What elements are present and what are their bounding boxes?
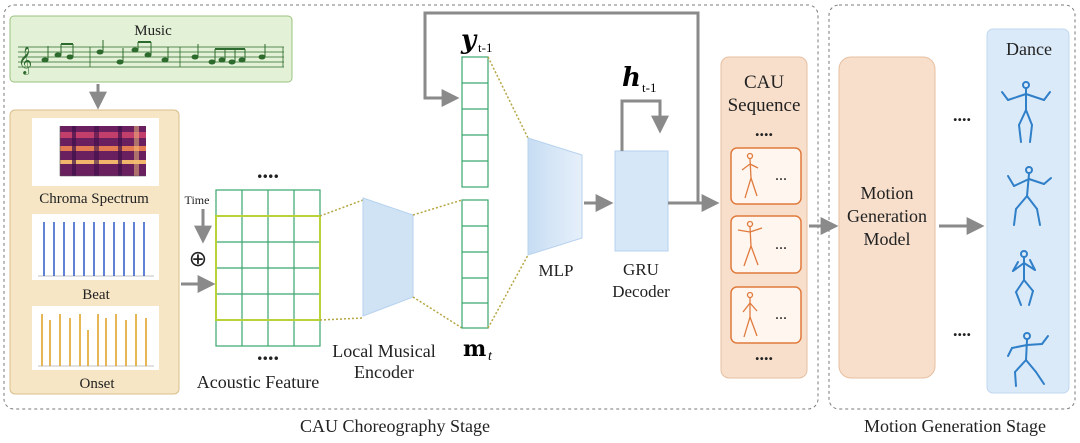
motion-stage-label: Motion Generation Stage bbox=[864, 416, 1046, 436]
grid-window-highlight bbox=[215, 215, 321, 321]
cau-item-2: ... bbox=[730, 215, 802, 274]
cau-dots-bottom: .... bbox=[755, 344, 773, 364]
gru-label-line2: Decoder bbox=[612, 282, 670, 301]
feedback-loop-arrow bbox=[423, 11, 700, 205]
music-title: Music bbox=[134, 23, 172, 39]
dance-label: Dance bbox=[1006, 39, 1052, 59]
dance-dots-top: .... bbox=[953, 105, 971, 125]
dance-dots-bottom: .... bbox=[953, 320, 971, 340]
proj-line-3 bbox=[412, 199, 463, 216]
onset-plot bbox=[38, 314, 154, 367]
dance-panel bbox=[986, 28, 1070, 394]
cau-item-1: ... bbox=[730, 147, 802, 205]
mlp-block bbox=[527, 137, 583, 256]
cau-item-3-dots: ... bbox=[775, 306, 787, 323]
onset-panel bbox=[32, 306, 159, 370]
dance-skeleton-1 bbox=[1001, 81, 1051, 143]
svg-text:𝄞: 𝄞 bbox=[18, 47, 32, 75]
cau-item-3: ... bbox=[730, 286, 802, 344]
chroma-spectrum-image bbox=[59, 126, 146, 177]
cau-title-line1: CAU bbox=[744, 72, 784, 93]
choreography-stage-box bbox=[3, 4, 819, 410]
hidden-state-loop-arrow bbox=[620, 99, 669, 151]
dance-skeleton-3 bbox=[1012, 250, 1036, 306]
mlp-label: MLP bbox=[539, 261, 574, 280]
motion-stage-box bbox=[828, 4, 1076, 410]
m-vector bbox=[461, 199, 489, 329]
acoustic-feature-grid bbox=[215, 189, 321, 347]
onset-label: Onset bbox=[80, 376, 116, 392]
concat-symbol: ⊕ bbox=[189, 246, 207, 271]
h-subscript: t-1 bbox=[642, 80, 656, 95]
grid-ellipsis-top: .... bbox=[257, 158, 279, 183]
grid-ellipsis-bottom: .... bbox=[257, 340, 279, 365]
beat-label: Beat bbox=[82, 287, 110, 303]
motion-model-line2: Generation bbox=[847, 206, 927, 226]
proj-line-1 bbox=[319, 199, 364, 217]
m-subscript: t bbox=[488, 349, 493, 364]
music-notes: 𝄞 bbox=[18, 40, 266, 75]
gru-label-line1: GRU bbox=[623, 260, 659, 279]
proj-line-4 bbox=[412, 296, 463, 329]
proj-line-6 bbox=[487, 254, 529, 329]
gru-decoder bbox=[614, 150, 669, 252]
local-musical-encoder bbox=[362, 197, 414, 317]
choreography-stage-label: CAU Choreography Stage bbox=[300, 416, 490, 436]
acoustic-feature-label: Acoustic Feature bbox=[197, 372, 319, 392]
dance-skeleton-4 bbox=[1007, 332, 1049, 387]
music-staff bbox=[18, 46, 284, 68]
time-label: Time bbox=[185, 193, 210, 207]
beat-plot bbox=[38, 222, 154, 277]
encoder-label-line2: Encoder bbox=[354, 362, 414, 382]
y-symbol: y bbox=[460, 25, 478, 55]
y-vector bbox=[461, 56, 489, 188]
cau-item-1-dots: ... bbox=[775, 167, 787, 184]
m-symbol: m bbox=[463, 336, 486, 362]
motion-model-line1: Motion bbox=[860, 183, 913, 203]
dance-skeleton-2 bbox=[1007, 166, 1052, 226]
y-subscript: t-1 bbox=[478, 40, 492, 55]
cau-dots-top: .... bbox=[755, 120, 773, 140]
encoder-label-line1: Local Musical bbox=[332, 341, 435, 361]
chroma-label: Chroma Spectrum bbox=[39, 191, 149, 207]
cau-item-2-dots: ... bbox=[775, 236, 787, 253]
h-symbol: h bbox=[622, 63, 641, 93]
motion-generation-model bbox=[838, 56, 936, 379]
motion-model-line3: Model bbox=[864, 229, 911, 249]
proj-line-2 bbox=[319, 317, 364, 321]
cau-title-line2: Sequence bbox=[728, 95, 801, 116]
proj-line-5 bbox=[487, 56, 529, 139]
beat-panel bbox=[32, 214, 159, 280]
